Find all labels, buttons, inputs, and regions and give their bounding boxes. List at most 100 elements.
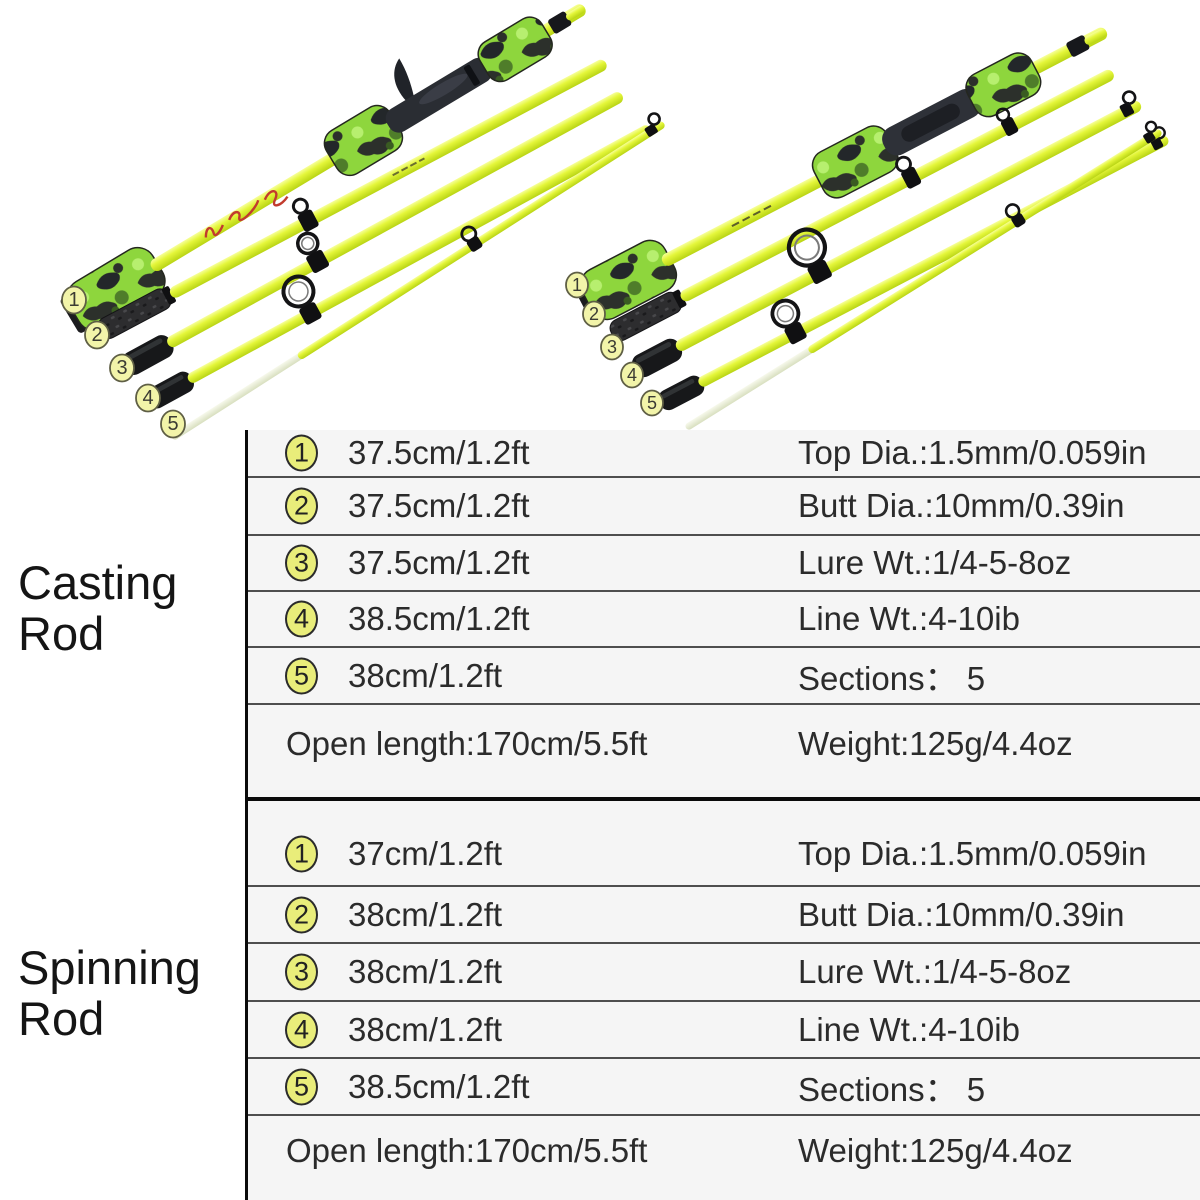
open-length-value: Open length:170cm/5.5ft: [286, 1132, 648, 1170]
section-marker-circle: [565, 271, 589, 299]
spec-value: Top Dia.:1.5mm/0.059in: [798, 434, 1147, 471]
casting-section-2: [97, 59, 607, 340]
section-marker-circle: [84, 320, 110, 350]
rod-blank: [680, 69, 1114, 302]
table-row: Open length:170cm/5.5ft Weight:125g/4.4o…: [248, 1116, 1200, 1200]
table-row: 4 38.5cm/1.2ft Line Wt.:4-10ib: [248, 592, 1200, 648]
section-length-value: 38cm/1.2ft: [348, 1010, 503, 1048]
casting-section-4: [145, 125, 651, 409]
section-number-badge: 2: [285, 896, 318, 933]
spec-tables-area: 1 37.5cm/1.2ft Top Dia.:1.5mm/0.059in 2 …: [245, 430, 1200, 1200]
spinning-handle-section: [574, 27, 1108, 321]
ferrule-gloss: [661, 379, 695, 399]
guide-ring: [291, 197, 309, 215]
fore-camo-grip: [477, 16, 553, 83]
section-number-badge: 4: [285, 600, 318, 638]
table-row: 4 38cm/1.2ft Line Wt.:4-10ib: [248, 1002, 1200, 1059]
table-row: 1 37cm/1.2ft Top Dia.:1.5mm/0.059in: [248, 801, 1200, 887]
tip-white-blank: [685, 330, 840, 430]
section-marker: 2: [589, 304, 599, 324]
casting-rod-photo: 1 2 3 4 5: [60, 4, 665, 440]
ferrule-butt: [658, 375, 705, 411]
spinning-tip-section: [685, 120, 1162, 430]
section-marker: 4: [627, 365, 637, 385]
spec-value: Line Wt.:4-10ib: [798, 1010, 1020, 1048]
section-number-badge: 4: [285, 1011, 318, 1048]
guide-insert: [793, 234, 820, 261]
guide-insert: [301, 236, 315, 251]
table-row: 3 37.5cm/1.2ft Lure Wt.:1/4-5-8oz: [248, 536, 1200, 592]
spec-value: Sections： 5: [798, 659, 986, 697]
section-length-value: 37.5cm/1.2ft: [348, 544, 530, 581]
section-marker-circle: [600, 333, 624, 361]
section-marker-circle: [61, 285, 87, 315]
fore-camo-grip: [965, 52, 1042, 118]
tip-top-guide: [1144, 120, 1158, 133]
guide-wrap: [901, 166, 922, 189]
trigger-fin: [394, 58, 414, 101]
guide-wrap: [1011, 213, 1026, 228]
eva-band: [672, 289, 687, 309]
rod-blank: [297, 121, 665, 360]
spec-value: Line Wt.:4-10ib: [798, 600, 1020, 637]
spec-value: Butt Dia.:10mm/0.39in: [798, 895, 1125, 933]
guide-wrap: [306, 249, 329, 274]
open-length-value: Open length:170cm/5.5ft: [286, 724, 648, 762]
table-row: 1 37.5cm/1.2ft Top Dia.:1.5mm/0.059in: [248, 430, 1200, 478]
table-row: 5 38cm/1.2ft Sections： 5: [248, 648, 1200, 705]
ferrule-gloss: [636, 341, 672, 363]
guide-wrap: [1000, 116, 1019, 136]
section-number-badge: 3: [285, 953, 318, 991]
brand-logo-script: [204, 190, 289, 238]
spec-value: Sections： 5: [798, 1070, 986, 1108]
casting-spec-table: 1 37.5cm/1.2ft Top Dia.:1.5mm/0.059in 2 …: [248, 430, 1200, 797]
section-length-value: 38cm/1.2ft: [348, 895, 503, 933]
section-marker: 2: [91, 324, 102, 346]
section-marker: 4: [142, 387, 153, 409]
section-number-badge: 3: [285, 544, 318, 582]
section-marker: 1: [572, 275, 582, 295]
rod-blank: [169, 59, 607, 298]
section-marker-circle: [160, 409, 186, 439]
guide-wrap: [297, 209, 319, 232]
reel-seat-highlight: [419, 73, 468, 105]
ferrule-gloss: [126, 338, 163, 361]
section-marker-circle: [135, 383, 161, 413]
seat-lock-ring: [463, 64, 480, 86]
section-number-badge: 5: [285, 657, 318, 694]
blank-markings: [731, 204, 772, 228]
section-marker-circle: [109, 353, 135, 383]
eva-band: [161, 286, 176, 305]
blank-tip: [566, 5, 586, 21]
tip-white-blank: [171, 334, 333, 440]
weight-value: Weight:125g/4.4oz: [798, 1132, 1073, 1170]
section-marker: 1: [68, 289, 79, 311]
blank-markings: [392, 157, 425, 177]
ferrule-butt: [631, 338, 683, 378]
spec-value: Butt Dia.:10mm/0.39in: [798, 487, 1125, 524]
guide-ring: [281, 274, 316, 309]
spinning-rod-photo: 1 2 3 4 5: [565, 27, 1169, 430]
ferrule-band: [548, 11, 572, 34]
product-photo: 1 2 3 4 5: [60, 4, 1169, 440]
reel-seat-inset: [901, 103, 960, 142]
casting-rod-title: Casting Rod: [18, 556, 178, 660]
rod-blank: [675, 100, 1142, 351]
guide-wrap: [299, 302, 322, 325]
casting-section-3: [121, 92, 623, 375]
spec-value: Top Dia.:1.5mm/0.059in: [798, 834, 1147, 872]
section-marker: 5: [167, 413, 178, 435]
spec-value: Lure Wt.:1/4-5-8oz: [798, 544, 1072, 581]
section-length-value: 38cm/1.2ft: [348, 656, 503, 694]
tip-band: [644, 123, 658, 137]
table-row: Open length:170cm/5.5ft Weight:125g/4.4o…: [248, 705, 1200, 797]
section-marker: 5: [647, 393, 657, 413]
section-marker-circle: [582, 300, 606, 328]
spec-value: Lure Wt.:1/4-5-8oz: [798, 953, 1072, 990]
section-length-value: 38.5cm/1.2ft: [348, 600, 530, 637]
ferrule-butt: [121, 335, 174, 375]
casting-handle-section: [60, 4, 586, 333]
guide-wrap: [807, 259, 832, 284]
blank-tip: [1084, 28, 1107, 45]
section-number-badge: 1: [285, 434, 318, 472]
